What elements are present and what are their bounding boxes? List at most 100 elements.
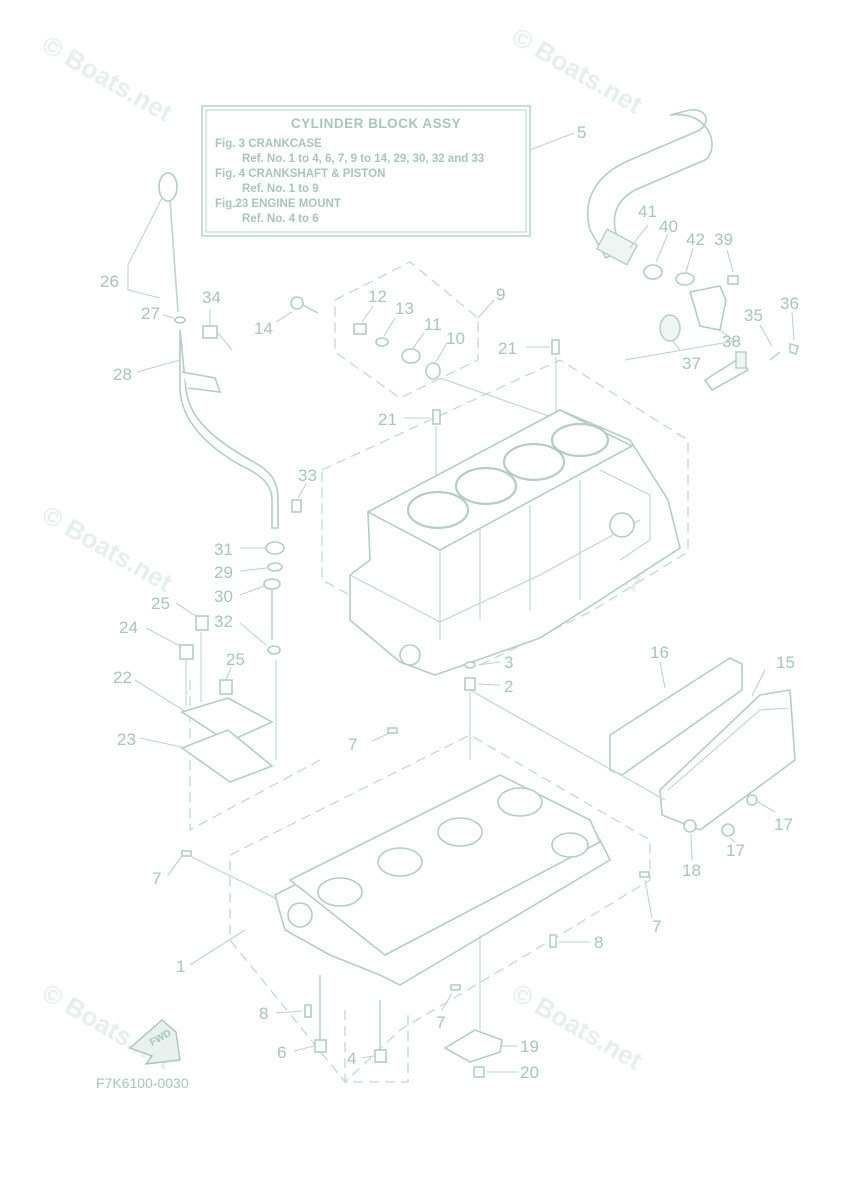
leader-13: [383, 317, 396, 337]
callout-6: 6: [277, 1043, 286, 1062]
callout-8-right: 8: [594, 933, 603, 952]
assy-reference-box: CYLINDER BLOCK ASSY Fig. 3 CRANKCASE Ref…: [201, 105, 575, 237]
oil-pipe-28: [179, 329, 279, 529]
callout-17-left: 17: [726, 841, 745, 860]
callout-5: 5: [577, 123, 586, 142]
main-journal-2: [377, 847, 423, 877]
callout-7-left: 7: [152, 869, 161, 888]
leader-37: [671, 339, 681, 351]
callout-8-left: 8: [259, 1004, 268, 1023]
callout-28: 28: [113, 365, 132, 384]
screw-39: [727, 275, 739, 285]
assy-box-inner: [205, 109, 527, 233]
leader-36: [791, 311, 795, 341]
assy-box-line-1: Fig. 3 CRANKCASE: [215, 138, 322, 150]
dowel-8-right: [549, 934, 557, 948]
group-9-outline: [334, 261, 479, 399]
callout-42: 42: [686, 230, 705, 249]
callout-15: 15: [776, 653, 795, 672]
main-journal-5: [551, 832, 589, 858]
assy-box-line-5: Fig.23 ENGINE MOUNT: [215, 198, 341, 210]
callout-16: 16: [650, 643, 669, 662]
leader-18: [690, 833, 693, 861]
callout-33: 33: [298, 466, 317, 485]
callout-7-upper: 7: [348, 735, 357, 754]
leader-32: [239, 622, 267, 646]
bolt-33: [291, 499, 302, 513]
pin-35: [769, 351, 781, 361]
dowel-21-upper: [551, 339, 560, 355]
watermark-top-right: © Boats.net: [507, 21, 648, 120]
callout-21-upper: 21: [498, 339, 517, 358]
bolt-4-outline: [344, 1010, 409, 1083]
dashed-group-outlines: [189, 261, 689, 1083]
small-parts-middle: [239, 483, 307, 760]
leader-4: [361, 1055, 375, 1059]
callout-13: 13: [395, 299, 414, 318]
leader-25-upper: [175, 602, 197, 617]
assy-box-outer: [201, 105, 531, 237]
leader-35: [759, 324, 773, 347]
hose-corrugated-41: [595, 228, 639, 266]
leader-39: [726, 249, 734, 273]
crankcase-group-outline: [229, 734, 651, 1083]
leader-41: [629, 224, 649, 249]
gasket-16: [609, 657, 743, 776]
leader-28: [136, 359, 181, 373]
gasket-23: [180, 729, 274, 783]
assy-box-line-3: Fig. 4 CRANKSHAFT & PISTON: [215, 168, 385, 180]
washer-29: [267, 562, 283, 572]
o-ring-3: [464, 661, 476, 669]
main-journal-3: [437, 817, 483, 847]
bolt-14-head: [290, 296, 304, 310]
callout-40: 40: [659, 217, 678, 236]
callout-25-lower: 25: [226, 650, 245, 669]
screw-20: [473, 1066, 485, 1078]
plate-31: [265, 541, 285, 555]
callout-29: 29: [214, 563, 233, 582]
callout-4: 4: [347, 1049, 356, 1068]
block-webs: [439, 480, 581, 640]
leader-29: [239, 567, 268, 572]
clip-36: [789, 342, 799, 356]
crankcase: [189, 774, 612, 986]
callout-27: 27: [141, 304, 160, 323]
leader-6: [293, 1045, 315, 1052]
dowel-7-upper: [387, 727, 398, 734]
cylinder-block: [349, 409, 681, 676]
callout-20: 20: [520, 1063, 539, 1082]
block-skirt-line: [349, 519, 641, 623]
dipstick-handle: [158, 172, 178, 202]
assy-box-line-2: Ref. No. 1 to 4, 6, 7, 9 to 14, 29, 30, …: [242, 153, 484, 165]
callout-35: 35: [744, 306, 763, 325]
plate-22: [180, 697, 274, 743]
mount-group-outline: [189, 680, 321, 832]
callout-22: 22: [113, 668, 132, 687]
clip-42: [675, 272, 695, 286]
bolt-25-lower: [219, 679, 233, 695]
leader-22: [134, 679, 187, 713]
leader-40: [655, 233, 669, 263]
callout-25-upper: 25: [151, 594, 170, 613]
leader-12: [361, 305, 374, 323]
fwd-arrow-icon: FWD: [128, 1019, 181, 1065]
cover-15: [659, 689, 796, 831]
plug-12: [353, 323, 367, 335]
mount-plate-parts: [134, 602, 274, 783]
assy-box-title: CYLINDER BLOCK ASSY: [291, 116, 461, 131]
callout-26: 26: [100, 272, 119, 291]
callout-numbers: 1 2 3 4 5 6 7 7 7 7 8 8 9 10 11 12 13 14…: [100, 123, 799, 1082]
watermark-mid-left: © Boats.net: [37, 499, 178, 598]
callout-12: 12: [368, 287, 387, 306]
sleeve-10: [425, 362, 441, 380]
leader-15: [751, 669, 766, 697]
block-group-outline: [321, 359, 689, 666]
leader-27: [162, 314, 175, 319]
small-parts-2-3: [464, 661, 501, 760]
dowel-7-right: [639, 871, 650, 878]
dowel-21-lower: [432, 409, 441, 425]
leader-38: [719, 329, 734, 341]
bolt-4-head: [374, 1049, 387, 1063]
bolt-24: [179, 644, 194, 660]
seal-11: [401, 348, 421, 364]
